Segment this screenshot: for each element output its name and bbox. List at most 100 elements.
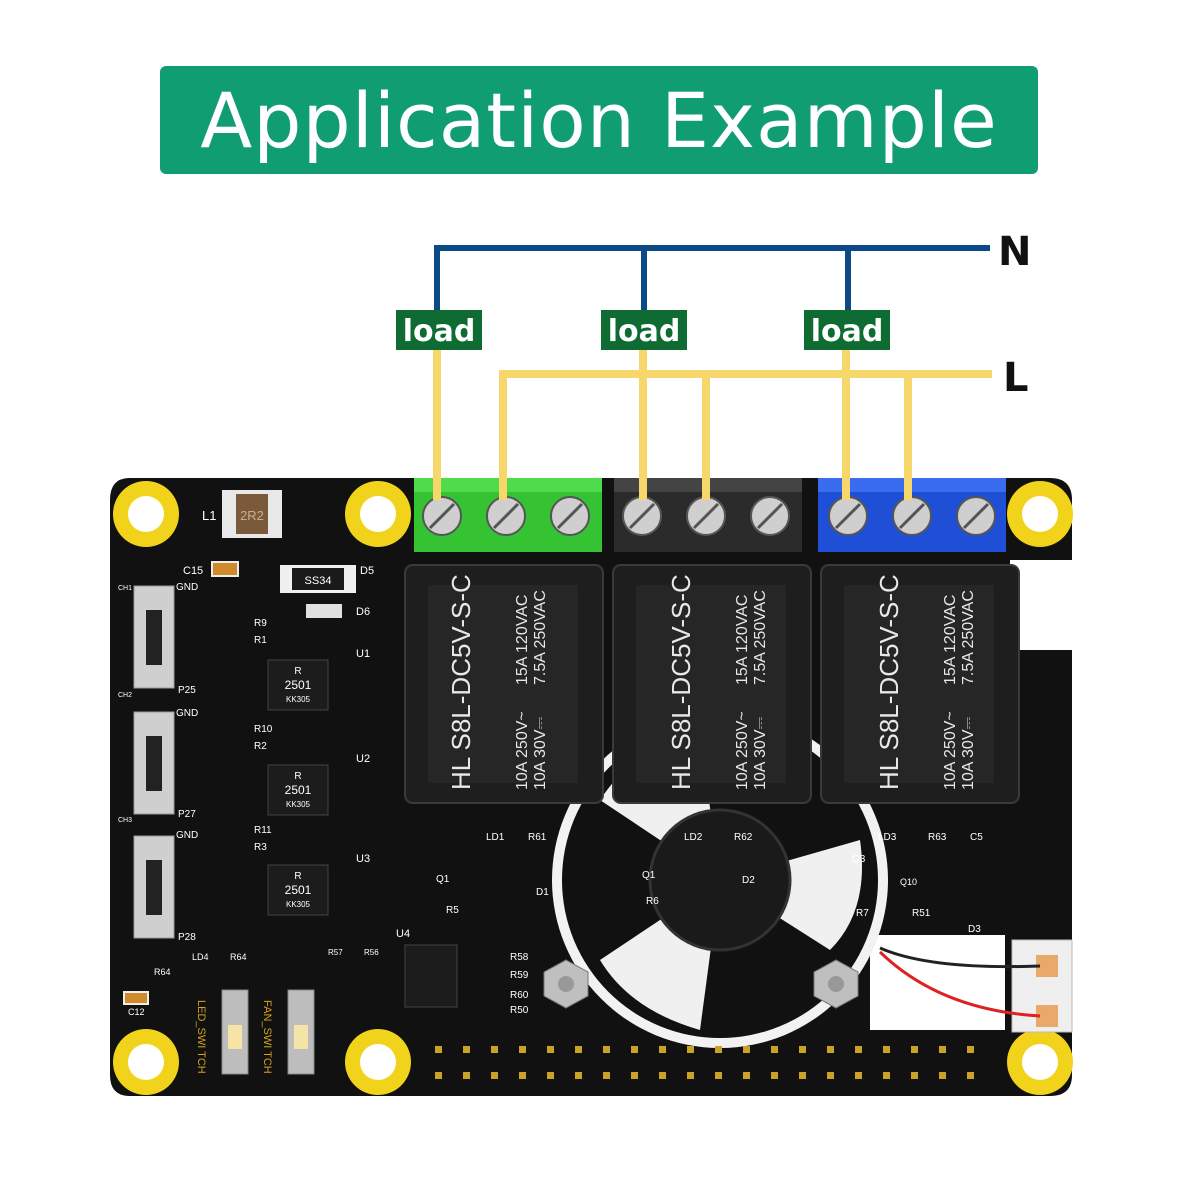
diode-code: SS34 xyxy=(305,575,332,587)
gpio-pin xyxy=(575,1046,582,1053)
relay-3-rating-bottom2: 10A 30V⎓ xyxy=(960,717,977,791)
gpio-pin xyxy=(743,1046,750,1053)
gpio-pin xyxy=(603,1046,610,1053)
gpio-pin xyxy=(687,1072,694,1079)
c12-label: C12 xyxy=(128,1007,145,1017)
neutral-label: N xyxy=(998,229,1031,275)
d6-label: D6 xyxy=(356,606,370,618)
mount-hole-tl xyxy=(113,481,179,547)
diode-d6 xyxy=(306,604,342,618)
relay-1-rating-top2: 7.5A 250VAC xyxy=(532,590,549,685)
r10-label: R10 xyxy=(254,724,273,735)
gpio-pin xyxy=(687,1046,694,1053)
gnd1-label: GND xyxy=(176,582,198,593)
r2-label: R2 xyxy=(254,741,267,752)
relay-3: HL S8L-DC5V-S-C 10A 250V~ 10A 30V⎓ 15A 1… xyxy=(820,564,1020,804)
gpio-pin xyxy=(771,1072,778,1079)
channel-switch-3[interactable] xyxy=(133,835,175,939)
live-wire xyxy=(499,370,992,500)
inductor-code: 2R2 xyxy=(240,508,264,523)
gpio-pin xyxy=(715,1072,722,1079)
load-label-3: load xyxy=(811,314,884,349)
p27-label: P27 xyxy=(178,809,196,820)
ch3-label: CH3 xyxy=(118,817,132,824)
fan-connector xyxy=(878,939,1073,1033)
relay-1-rating-bottom: 10A 250V~ xyxy=(514,711,531,790)
ld1-label: LD1 xyxy=(486,832,505,843)
gpio-pin xyxy=(491,1072,498,1079)
gpio-pin xyxy=(547,1072,554,1079)
gpio-pin xyxy=(827,1072,834,1079)
gpio-pin xyxy=(659,1046,666,1053)
gpio-pin xyxy=(743,1072,750,1079)
gpio-pin xyxy=(603,1072,610,1079)
r7-label: R7 xyxy=(856,908,869,919)
gpio-pin xyxy=(967,1072,974,1079)
u1-opto-code: 2501 xyxy=(285,678,312,692)
d5-label: D5 xyxy=(360,565,374,577)
channel-switch-1[interactable] xyxy=(133,585,175,689)
r50-label: R50 xyxy=(510,1005,529,1016)
page-title: Application Example xyxy=(200,75,998,165)
led-switch-label: LED_SWI TCH xyxy=(195,1000,207,1074)
diode-d5: SS34 D5 xyxy=(280,565,374,593)
live-label: L xyxy=(1003,355,1029,401)
u1-label: U1 xyxy=(356,648,370,660)
q3-label: Q3 xyxy=(852,854,866,865)
mount-nut-right xyxy=(813,959,859,1009)
u4-label: U4 xyxy=(396,928,410,940)
load-wires xyxy=(433,346,850,500)
q10-label: Q10 xyxy=(900,877,917,887)
relay-1: HL S8L-DC5V-S-C 10A 250V~ 10A 30V⎓ 15A 1… xyxy=(404,564,604,804)
r60-label: R60 xyxy=(510,990,529,1001)
u1-opto-r: R xyxy=(294,666,301,677)
gpio-pin xyxy=(547,1046,554,1053)
gpio-pin xyxy=(883,1046,890,1053)
inductor-l1: 2R2 L1 xyxy=(202,490,282,538)
relay-2-rating-bottom: 10A 250V~ xyxy=(734,711,751,790)
gpio-pin xyxy=(855,1046,862,1053)
led-switch-button[interactable] xyxy=(221,989,249,1075)
gpio-pin xyxy=(771,1046,778,1053)
r57-label: R57 xyxy=(328,948,343,957)
r6-label: R6 xyxy=(646,896,659,907)
r59-label: R59 xyxy=(510,970,529,981)
optocoupler-u2: R 2501 KK305 xyxy=(267,764,329,816)
gpio-pin xyxy=(631,1046,638,1053)
gpio-pin xyxy=(463,1046,470,1053)
d1-label: D1 xyxy=(536,887,549,898)
gpio-pin xyxy=(827,1046,834,1053)
load-tag-3: load xyxy=(804,310,890,350)
gpio-pin xyxy=(939,1046,946,1053)
r63-label: R63 xyxy=(928,832,947,843)
c5-label: C5 xyxy=(970,832,983,843)
ld2-label: LD2 xyxy=(684,832,703,843)
capacitor-c12 xyxy=(123,991,149,1005)
ld3-label: LD3 xyxy=(878,832,897,843)
title-banner: Application Example xyxy=(160,66,1038,174)
relay-3-rating-bottom: 10A 250V~ xyxy=(942,711,959,790)
gpio-pin xyxy=(939,1072,946,1079)
optocoupler-u3: R 2501 KK305 xyxy=(267,864,329,916)
mount-hole-bl xyxy=(113,1029,179,1095)
channel-switch-2[interactable] xyxy=(133,711,175,815)
u3-opto-code: 2501 xyxy=(285,883,312,897)
ld4-label: LD4 xyxy=(192,952,209,962)
c15-label: C15 xyxy=(183,565,203,577)
u3-label: U3 xyxy=(356,853,370,865)
mount-hole-bm xyxy=(345,1029,411,1095)
r64a-label: R64 xyxy=(230,952,247,962)
relay-1-rating-bottom2: 10A 30V⎓ xyxy=(532,717,549,791)
gpio-pin xyxy=(519,1046,526,1053)
relay-1-rating-top: 15A 120VAC xyxy=(514,595,531,685)
load-label-1: load xyxy=(403,314,476,349)
load-label-2: load xyxy=(608,314,681,349)
load-tag-1: load xyxy=(396,310,482,350)
relay-3-model: HL S8L-DC5V-S-C xyxy=(874,574,904,790)
d3-label: D3 xyxy=(968,924,981,935)
r9-label: R9 xyxy=(254,618,267,629)
gpio-pin xyxy=(715,1046,722,1053)
u2-opto-r: R xyxy=(294,771,301,782)
fan-switch-button[interactable] xyxy=(287,989,315,1075)
gnd3-label: GND xyxy=(176,830,198,841)
